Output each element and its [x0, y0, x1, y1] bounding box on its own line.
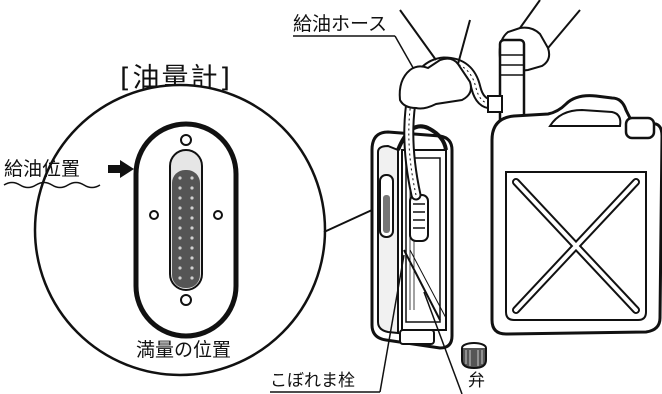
oil-dot	[178, 186, 182, 190]
oil-dot	[190, 276, 194, 280]
fill-hose-label: 給油ホース	[293, 13, 387, 35]
screw-right	[213, 210, 223, 220]
oil-dot	[178, 276, 182, 280]
oil-dot	[190, 226, 194, 230]
oil-dot	[190, 266, 194, 270]
oil-dot	[178, 236, 182, 240]
valve-label: 弁	[468, 371, 485, 391]
oil-dot	[178, 226, 182, 230]
detail-connector-line	[323, 209, 373, 233]
spill-plug-label: こぼれま栓	[270, 371, 355, 391]
oil-level	[172, 170, 200, 288]
oil-gauge-detail: [油量計] 給油位置 満量の位置	[3, 63, 373, 377]
oil-dot	[190, 186, 194, 190]
jerry-can	[490, 94, 662, 336]
fill-position-label: 給油位置	[4, 158, 80, 180]
oil-dot	[178, 176, 182, 180]
oil-dot	[190, 206, 194, 210]
oil-dot	[190, 176, 194, 180]
oil-dot	[178, 196, 182, 200]
oil-dot	[178, 246, 182, 250]
oil-dot	[178, 206, 182, 210]
jerry-can-cap	[624, 116, 656, 140]
oil-dot	[190, 216, 194, 220]
screw-bottom	[180, 294, 192, 306]
oil-dot	[190, 256, 194, 260]
spill-plug-leader	[379, 254, 405, 393]
full-position-label: 満量の位置	[136, 339, 231, 361]
oil-level-dots	[178, 176, 194, 280]
valve-leader	[423, 291, 463, 394]
cartridge-tank	[370, 124, 454, 350]
oil-dot	[178, 216, 182, 220]
valve-part	[461, 342, 487, 370]
fill-position-underline	[3, 181, 101, 189]
tank-inlet	[409, 194, 429, 242]
oil-dot	[178, 266, 182, 270]
hand-left-icon	[398, 9, 472, 110]
oil-dot	[190, 236, 194, 240]
oil-dot	[190, 246, 194, 250]
spill-plug	[399, 329, 435, 345]
oil-dot	[178, 256, 182, 260]
screw-left	[149, 210, 159, 220]
bottom-labels: こぼれま栓 弁	[270, 254, 485, 394]
right-arrow-icon	[108, 160, 134, 178]
oil-dot	[190, 196, 194, 200]
screw-top	[180, 134, 192, 146]
